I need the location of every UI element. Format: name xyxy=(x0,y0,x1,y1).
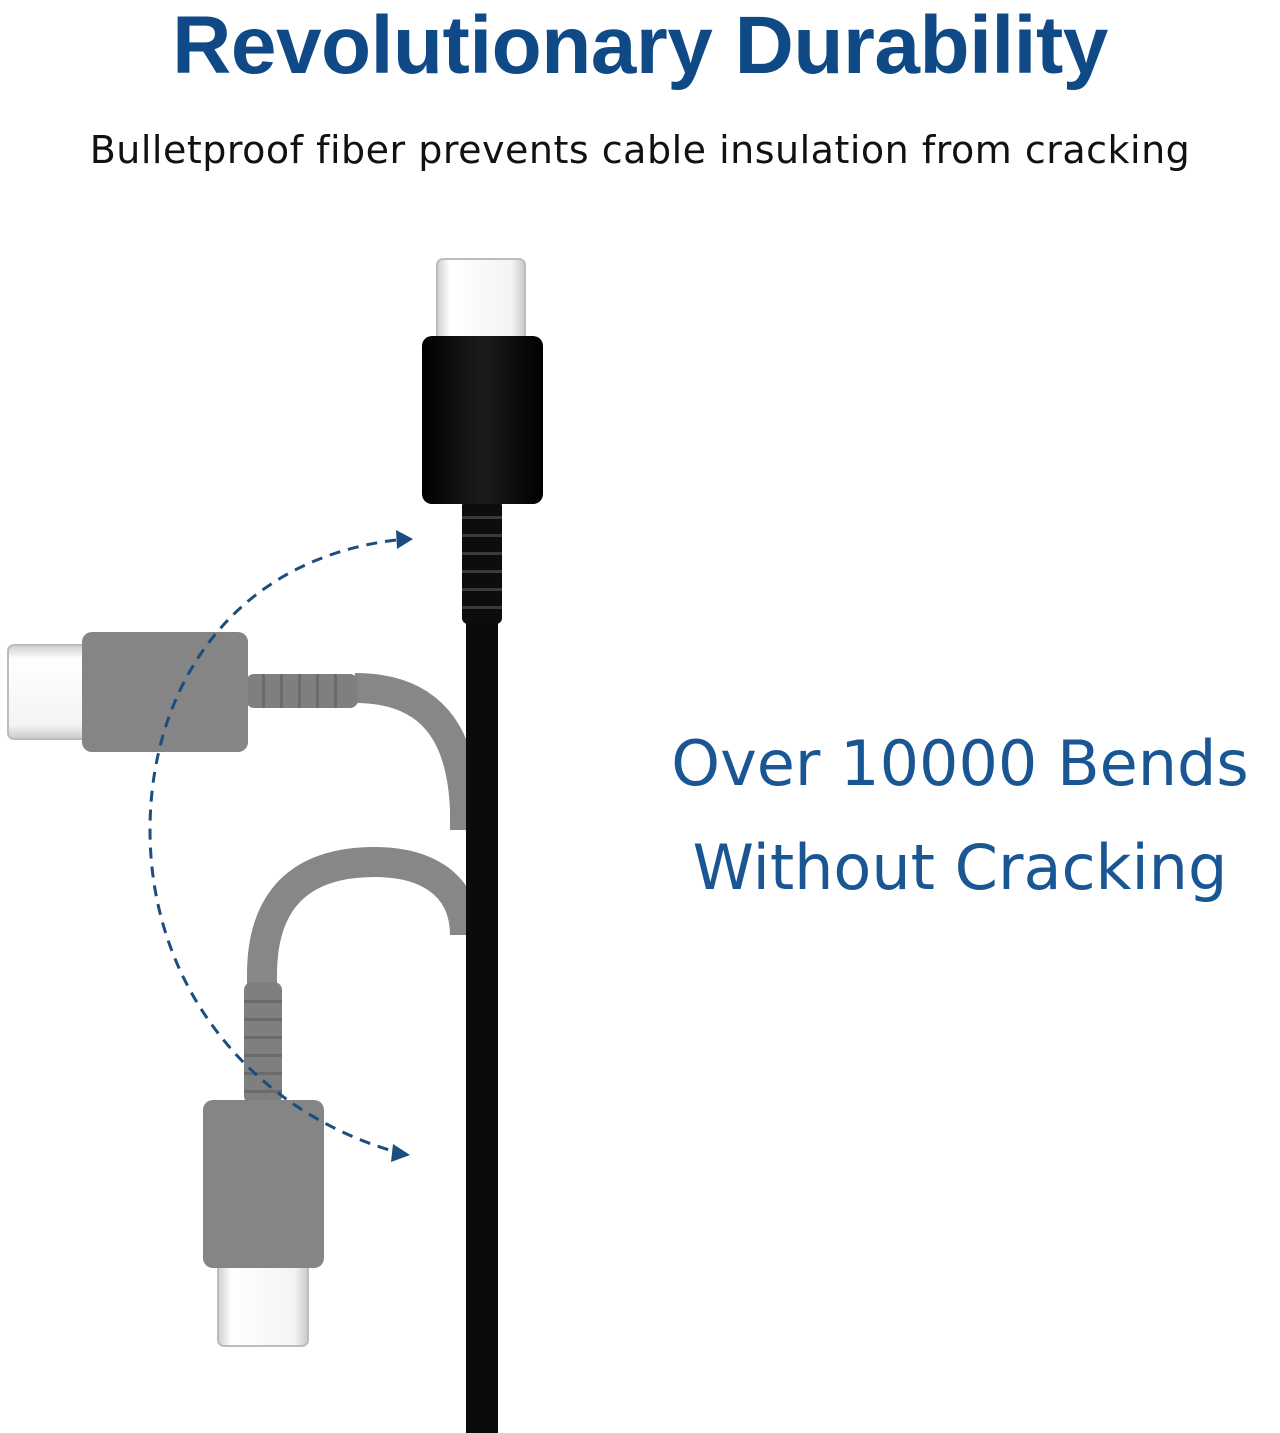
feature-line-2: Without Cracking xyxy=(692,831,1228,904)
subheadline: Bulletproof fiber prevents cable insulat… xyxy=(89,128,1191,172)
gray-cable-upper xyxy=(7,632,480,830)
feature-line-1: Over 10000 Bends xyxy=(671,727,1249,800)
strain-relief-black xyxy=(462,500,502,624)
black-cable xyxy=(422,258,543,1433)
strain-relief-upper xyxy=(246,674,358,708)
usb-c-connector-icon xyxy=(7,632,248,752)
feature-callout: Over 10000 Bends Without Cracking xyxy=(640,712,1280,920)
curved-arrow-icon xyxy=(148,530,413,1162)
headline: Revolutionary Durability xyxy=(172,0,1108,91)
usb-c-connector-icon xyxy=(203,1100,324,1347)
usb-c-connector-icon xyxy=(422,258,543,504)
gray-cable-lower xyxy=(203,846,480,1347)
